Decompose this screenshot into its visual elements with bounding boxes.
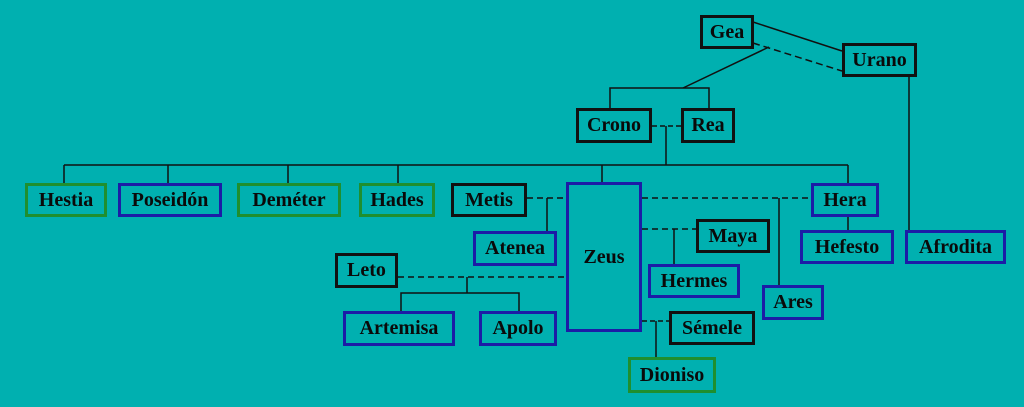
node-label: Metis — [465, 188, 513, 211]
node-label: Ares — [773, 291, 813, 313]
node-label: Urano — [852, 48, 907, 71]
node-label: Hestia — [38, 188, 94, 211]
crono-rea-sibling-line — [609, 87, 710, 108]
node-demeter: Deméter — [237, 183, 341, 217]
node-label: Hefesto — [814, 235, 880, 258]
node-ares: Ares — [762, 285, 824, 320]
node-label: Hera — [823, 188, 867, 211]
node-label: Zeus — [583, 245, 625, 268]
node-label: Sémele — [682, 316, 742, 339]
node-label: Rea — [691, 114, 725, 136]
node-semele: Sémele — [669, 311, 755, 345]
node-afrodita: Afrodita — [905, 230, 1006, 264]
node-label: Leto — [347, 259, 386, 281]
node-label: Afrodita — [919, 235, 992, 258]
node-label: Apolo — [492, 317, 544, 339]
node-rea: Rea — [681, 108, 735, 143]
node-label: Hermes — [660, 269, 728, 292]
node-artemisa: Artemisa — [343, 311, 455, 346]
node-apolo: Apolo — [479, 311, 557, 346]
node-label: Gea — [709, 20, 745, 43]
node-label: Crono — [586, 114, 642, 136]
node-gea: Gea — [700, 15, 754, 49]
gea-urano-line — [752, 21, 843, 52]
node-zeus: Zeus — [566, 182, 642, 332]
node-label: Hades — [370, 188, 424, 211]
node-metis: Metis — [451, 183, 527, 217]
node-dioniso: Dioniso — [628, 357, 716, 393]
node-hera: Hera — [811, 183, 879, 217]
node-label: Poseidón — [131, 188, 209, 211]
node-hades: Hades — [359, 183, 435, 217]
node-leto: Leto — [335, 253, 398, 288]
node-hermes: Hermes — [648, 264, 740, 298]
node-atenea: Atenea — [473, 231, 557, 266]
gea-urano-descent — [682, 46, 770, 89]
node-urano: Urano — [842, 43, 917, 77]
node-hestia: Hestia — [25, 183, 107, 217]
node-maya: Maya — [696, 219, 770, 253]
node-label: Artemisa — [359, 317, 439, 339]
node-label: Maya — [708, 224, 758, 247]
node-poseidon: Poseidón — [118, 183, 222, 217]
node-label: Dioniso — [639, 363, 705, 386]
node-hefesto: Hefesto — [800, 230, 894, 264]
node-label: Atenea — [485, 237, 545, 259]
node-label: Deméter — [252, 188, 326, 211]
node-crono: Crono — [576, 108, 652, 143]
